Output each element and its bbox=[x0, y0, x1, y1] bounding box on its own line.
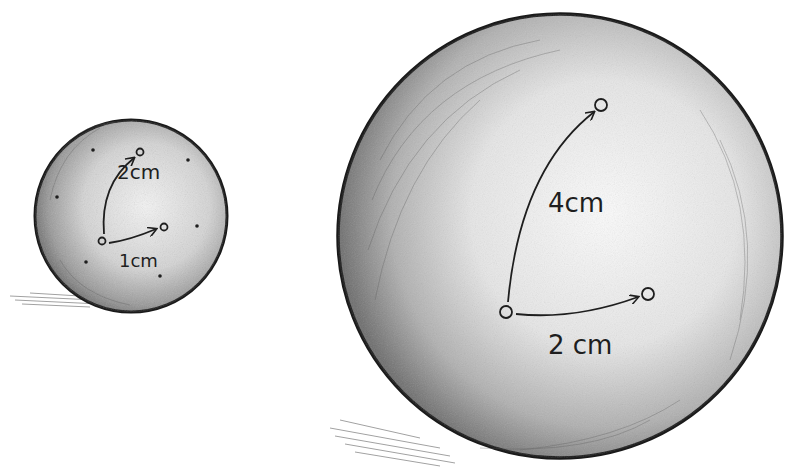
point-marker bbox=[99, 99, 655, 318]
dimension-label: 2cm bbox=[117, 160, 160, 184]
hatching bbox=[50, 40, 748, 450]
dimension-label-holder: 2 cm bbox=[548, 330, 612, 360]
dimension-label: 1cm bbox=[119, 250, 158, 271]
dimension-label: 4cm bbox=[548, 188, 604, 218]
dimension-label-holder: 1cm bbox=[119, 250, 158, 271]
surface-dot bbox=[55, 148, 199, 278]
small-sphere bbox=[35, 120, 227, 312]
dimension-label: 2 cm bbox=[548, 330, 612, 360]
distance-arrow bbox=[104, 112, 638, 315]
dimension-label-holder: 2cm bbox=[117, 160, 160, 184]
dimension-label-holder: 4cm bbox=[548, 188, 604, 218]
large-sphere bbox=[338, 14, 782, 458]
